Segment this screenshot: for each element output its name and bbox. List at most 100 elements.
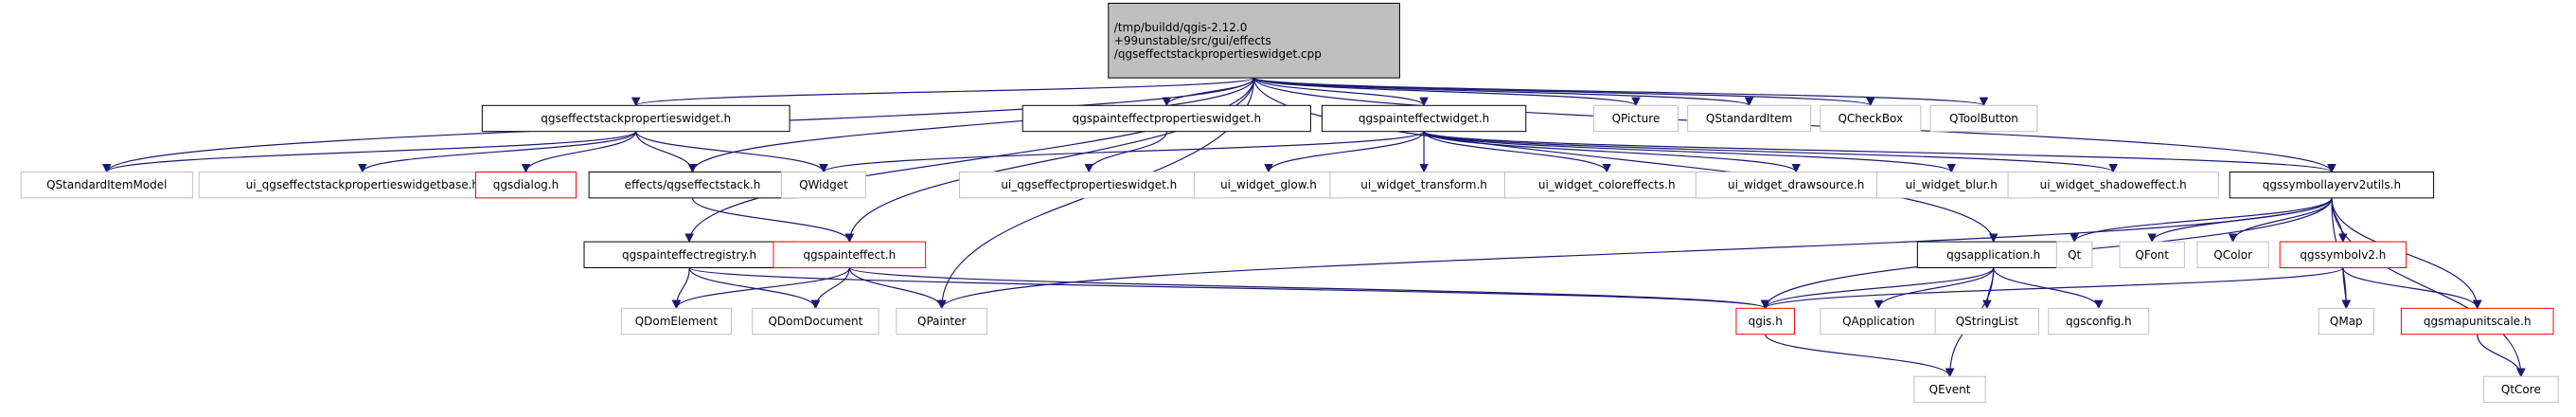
node-uitransform: ui_widget_transform.h [1329, 171, 1519, 199]
edge-symlayerutils-qt [2070, 197, 2333, 244]
node-box [1329, 171, 1519, 199]
nodes-layer: /tmp/buildd/qgis-2.12.0+99unstable/src/g… [20, 2, 2559, 404]
node-qmap: QMap [2318, 307, 2374, 335]
edge-stackpropsh-qstandarditemmodel [102, 131, 637, 173]
edge-symlayerutils-qtcore [2331, 197, 2526, 378]
node-label: qgssymbollayerv2utils.h [2263, 178, 2401, 191]
node-painteffect: qgspainteffect.h [773, 241, 927, 268]
edge-root-qpicture [1253, 77, 1641, 107]
edge-painteffwidgeth-symlayerutils [1423, 131, 2336, 173]
node-uiblur: ui_widget_blur.h [1876, 171, 2027, 199]
node-label: QColor [2213, 248, 2252, 262]
node-label: ui_widget_shadoweffect.h [2040, 178, 2187, 191]
node-box [1022, 104, 1311, 133]
node-box [773, 241, 927, 268]
node-label: ui_widget_glow.h [1220, 178, 1317, 191]
node-label: /qgseffectstackpropertieswidget.cpp [1114, 47, 1322, 61]
node-label: qgseffectstackpropertieswidget.h [541, 112, 731, 125]
edge-painteffect-qgis [848, 266, 1770, 310]
node-qstringlist: QStringList [1934, 307, 2040, 335]
edge-painteffect-qdomelement [671, 267, 850, 310]
node-label: QWidget [799, 178, 848, 191]
node-painteffwidgeth: qgspainteffectwidget.h [1321, 104, 1527, 133]
node-qt: Qt [2055, 241, 2093, 268]
node-uiglow: ui_widget_glow.h [1193, 171, 1344, 199]
node-label: qgis.h [1749, 315, 1783, 328]
node-box [198, 171, 526, 199]
edge-root-qcheckbox [1253, 77, 1875, 107]
node-label: ui_widget_blur.h [1906, 178, 1998, 191]
edge-qgis-qevent [1765, 334, 1955, 378]
node-uidrawsource: ui_widget_drawsource.h [1695, 171, 1897, 199]
node-label: QApplication [1842, 315, 1915, 328]
node-box [588, 171, 797, 199]
node-box [781, 171, 866, 199]
node-qcheckbox: QCheckBox [1820, 104, 1922, 133]
edge-painteffwidgeth-uicoloreffects [1423, 131, 1611, 173]
edge-effectstack-painteffect [691, 197, 855, 244]
node-label: qgsapplication.h [1946, 248, 2040, 262]
node-qgsapplication: qgsapplication.h [1916, 241, 2070, 268]
node-box [2279, 241, 2407, 268]
node-qdomdocument: QDomDocument [752, 307, 879, 335]
node-box [2196, 241, 2269, 268]
node-qdomelement: QDomElement [620, 307, 733, 335]
node-label: QEvent [1929, 383, 1971, 396]
node-box [474, 171, 577, 199]
edge-painteffwidgeth-uishadow [1423, 131, 2118, 173]
edge-stackpropsh-effectstack [635, 131, 698, 173]
node-box [1929, 104, 2038, 133]
node-label: +99unstable/src/gui/effects [1114, 34, 1271, 47]
node-label: QMap [2330, 315, 2363, 328]
node-label: effects/qgseffectstack.h [625, 178, 761, 191]
node-label: QStringList [1956, 315, 2019, 328]
node-box [1193, 171, 1344, 199]
node-box [896, 307, 988, 335]
node-box [2229, 171, 2435, 199]
node-box [1735, 307, 1795, 335]
edge-qgssymbolv2-qmap [2341, 267, 2352, 310]
edge-painteffwidgeth-uiglow [1264, 131, 1425, 173]
node-label: ui_widget_coloreffects.h [1538, 178, 1676, 191]
edge-qgssymbolv2-qgis [1761, 266, 2344, 310]
node-label: ui_widget_drawsource.h [1728, 178, 1864, 191]
node-label: QToolButton [1949, 112, 2018, 125]
edge-stackpropsh-qgsdialog [521, 131, 637, 173]
edge-root-stackpropsh [631, 77, 1255, 107]
node-box [1916, 241, 2070, 268]
node-uishadow: ui_widget_shadoweffect.h [2007, 171, 2219, 199]
node-box [1321, 104, 1527, 133]
node-label: qgsdialog.h [493, 178, 560, 191]
node-box [1913, 375, 1986, 404]
edge-qgsapplication-qapplication [1874, 267, 1995, 310]
edge-root-qgsapplication [1253, 78, 1999, 244]
node-label: ui_widget_transform.h [1360, 178, 1487, 191]
node-box [1687, 104, 1812, 133]
node-label: QtCore [2501, 383, 2541, 396]
node-box [2483, 375, 2559, 404]
edge-root-effectstack [687, 78, 1255, 173]
edge-stackpropsh-uistackbase [358, 131, 637, 173]
node-box [1695, 171, 1897, 199]
edge-root-painteffreg [684, 78, 1255, 244]
node-label: qgspainteffectpropertieswidget.h [1073, 112, 1262, 125]
node-qpicture: QPicture [1593, 104, 1679, 133]
node-box [2318, 307, 2374, 335]
edge-painteffwidgeth-uiblur [1423, 131, 1956, 173]
edge-painteffreg-qgis [688, 266, 1770, 310]
node-box [1934, 307, 2040, 335]
edge-painteffwidgeth-uidrawsource [1423, 131, 1801, 173]
node-label: QPainter [917, 315, 967, 328]
node-painteffpropsh: qgspainteffectpropertieswidget.h [1022, 104, 1311, 133]
edge-qgssymbolv2-qgsmapunitscale [2342, 267, 2482, 310]
edge-painteffwidgeth-qwidget [819, 131, 1425, 173]
edge-root-qstandarditem [1253, 77, 1754, 107]
node-qtoolbutton: QToolButton [1929, 104, 2038, 133]
edge-painteffect-qdomdocument [810, 267, 850, 310]
edge-symlayerutils-qcolor [2228, 197, 2333, 244]
node-qevent: QEvent [1913, 375, 1986, 404]
node-label: QFont [2135, 248, 2169, 262]
node-box [620, 307, 733, 335]
node-label: /tmp/buildd/qgis-2.12.0 [1114, 21, 1248, 34]
